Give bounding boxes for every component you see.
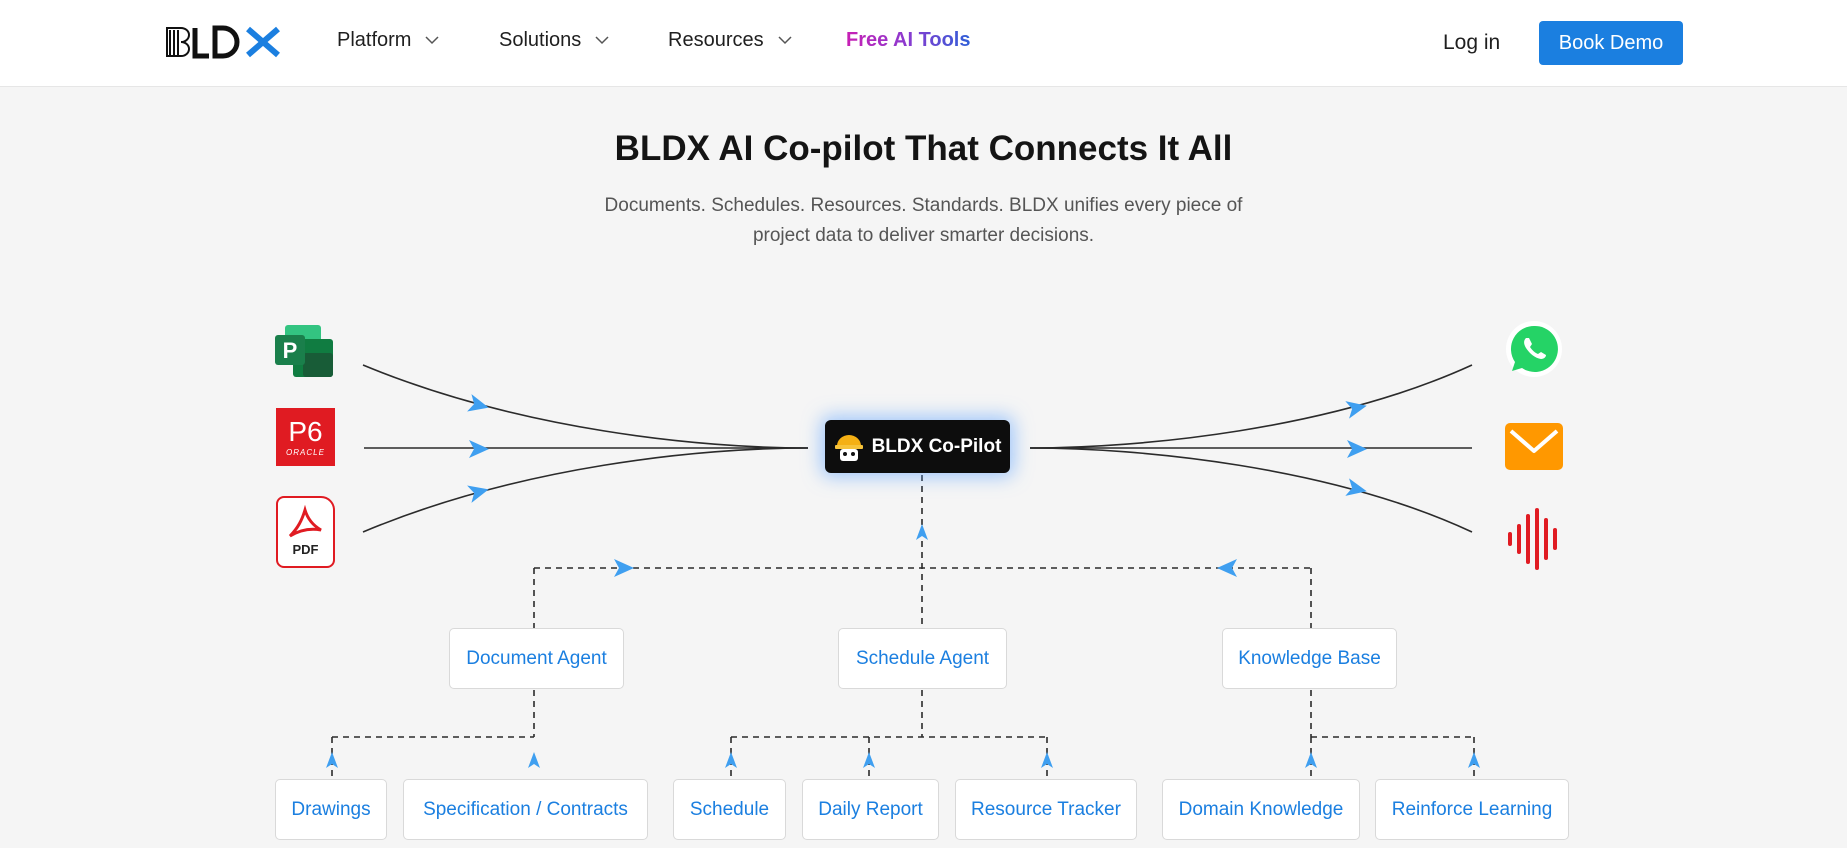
nav-resources-label: Resources — [668, 29, 764, 51]
leaf-resource-tracker[interactable]: Resource Tracker — [955, 779, 1137, 840]
nav-solutions[interactable]: Solutions — [499, 29, 609, 52]
nav-resources[interactable]: Resources — [668, 29, 792, 52]
chevron-down-icon — [778, 36, 792, 45]
nav-free-ai-tools[interactable]: Free AI Tools — [846, 29, 971, 51]
copilot-label: BLDX Co-Pilot — [871, 435, 1002, 457]
output-curve-1 — [1029, 364, 1473, 449]
hardhat-robot-icon — [834, 434, 863, 461]
leaf-domain-knowledge[interactable]: Domain Knowledge — [1162, 779, 1360, 840]
leaf-specification-contracts[interactable]: Specification / Contracts — [403, 779, 648, 840]
nav-platform-label: Platform — [337, 29, 412, 51]
arrow-icon — [1468, 752, 1480, 768]
leaf-reinforce-learning[interactable]: Reinforce Learning — [1375, 779, 1569, 840]
leaf-daily-report[interactable]: Daily Report — [802, 779, 939, 840]
arrow-icon — [1345, 478, 1369, 501]
arrow-icon — [467, 394, 491, 417]
input-curve-1 — [362, 364, 809, 449]
arrow-icon — [916, 524, 928, 540]
chevron-down-icon — [425, 36, 439, 45]
email-icon — [1505, 423, 1563, 470]
tree-line-doc — [331, 690, 535, 780]
ms-project-icon: P — [275, 323, 337, 379]
arrow-icon — [1347, 440, 1367, 458]
leaf-drawings[interactable]: Drawings — [275, 779, 387, 840]
chevron-down-icon — [595, 36, 609, 45]
pdf-label: PDF — [292, 542, 319, 557]
arrow-icon — [469, 440, 489, 458]
output-curve-3 — [1029, 447, 1473, 533]
agent-document[interactable]: Document Agent — [449, 628, 624, 689]
top-nav: Platform Solutions Resources Free AI Too… — [0, 0, 1847, 87]
arrow-icon — [725, 752, 737, 768]
leaf-schedule[interactable]: Schedule — [673, 779, 786, 840]
page-subtitle: Documents. Schedules. Resources. Standar… — [604, 195, 1243, 246]
acrobat-icon — [288, 504, 322, 538]
nav-solutions-label: Solutions — [499, 29, 582, 51]
arrow-icon — [528, 752, 540, 768]
nav-platform[interactable]: Platform — [337, 29, 439, 52]
input-curve-3 — [362, 447, 809, 533]
arrow-icon — [467, 480, 491, 503]
page-title: BLDX AI Co-pilot That Connects It All — [614, 129, 1233, 168]
voice-icon — [1506, 508, 1562, 570]
ms-project-letter: P — [283, 338, 298, 363]
bldx-logo-icon[interactable] — [164, 24, 286, 60]
p6-text: P6 — [288, 416, 323, 447]
arrow-icon — [1217, 559, 1237, 577]
whatsapp-icon — [1505, 320, 1563, 378]
tree-line-kb — [1310, 690, 1475, 780]
oracle-text: ORACLE — [286, 448, 325, 457]
arrow-icon — [1041, 752, 1053, 768]
login-link[interactable]: Log in — [1443, 31, 1501, 54]
tree-line-sched — [730, 690, 1048, 780]
pdf-icon: PDF — [276, 496, 335, 568]
copilot-node[interactable]: BLDX Co-Pilot — [825, 420, 1010, 473]
arrow-icon — [863, 752, 875, 768]
agent-knowledge-base[interactable]: Knowledge Base — [1222, 628, 1397, 689]
agent-schedule[interactable]: Schedule Agent — [838, 628, 1007, 689]
oracle-p6-icon: P6 ORACLE — [276, 408, 335, 466]
arrow-icon — [1305, 752, 1317, 768]
book-demo-button[interactable]: Book Demo — [1539, 21, 1683, 65]
arrow-icon — [326, 752, 338, 768]
